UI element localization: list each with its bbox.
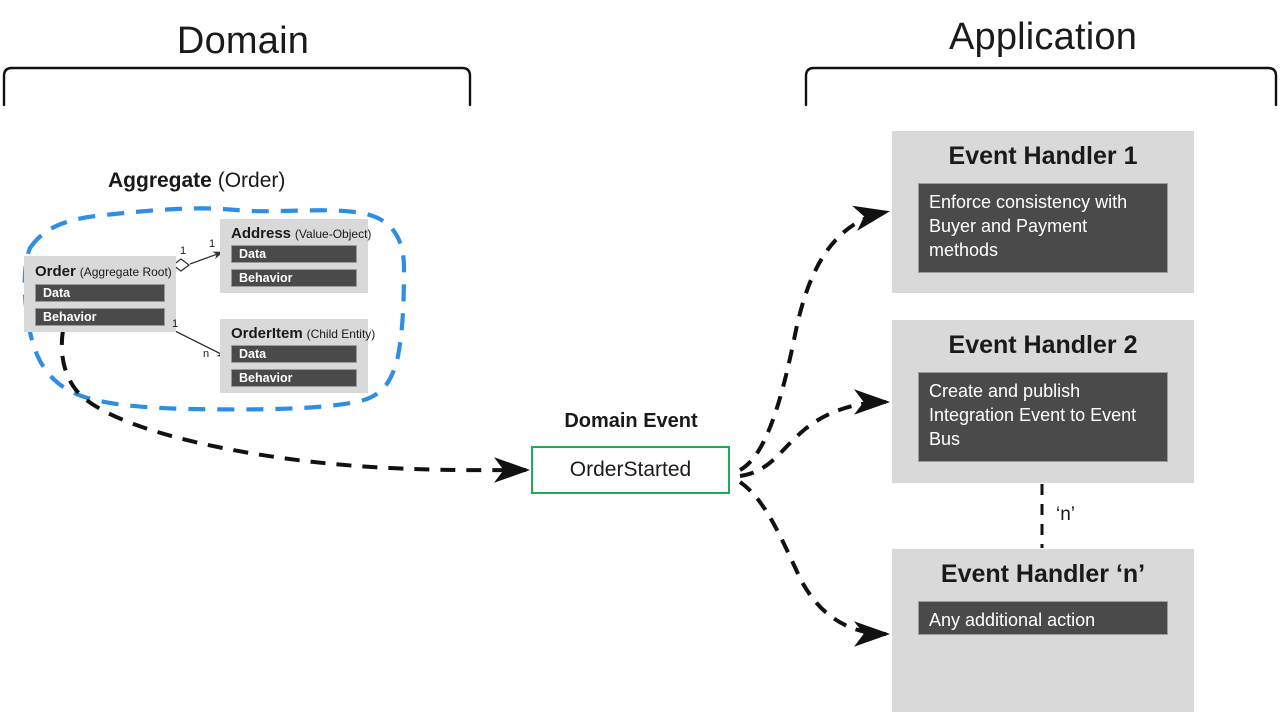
entity-title-address: Address (Value-Object)	[231, 226, 371, 241]
entity-member-orderitem-behavior[interactable]: Behavior	[231, 369, 357, 387]
entity-card-orderitem[interactable]: OrderItem (Child Entity) Data Behavior	[220, 319, 375, 393]
entity-card-order[interactable]: Order (Aggregate Root) Data Behavior	[24, 256, 176, 332]
entity-member-address-data[interactable]: Data	[231, 245, 357, 263]
entity-kind-orderitem: (Child Entity)	[306, 327, 376, 341]
handler-panel-1[interactable]: Event Handler 1 Enforce consistency with…	[892, 131, 1194, 293]
aggregate-heading: Aggregate (Order)	[108, 169, 285, 193]
multiplicity-order-orderitem-target: n	[203, 348, 210, 360]
multiplicity-order-orderitem-source: 1	[172, 318, 179, 330]
entity-title-orderitem: OrderItem (Child Entity)	[231, 326, 375, 341]
entity-kind-order: (Aggregate Root)	[79, 265, 172, 279]
handler-title-2: Event Handler 2	[948, 331, 1138, 359]
aggregate-heading-kind: (Order)	[217, 169, 286, 192]
multiplicity-order-address-target: 1	[209, 238, 216, 250]
handler-body-2: Create and publish Integration Event to …	[918, 372, 1168, 462]
entity-kind-address: (Value-Object)	[294, 227, 372, 241]
handler-title-n: Event Handler ‘n’	[940, 560, 1146, 588]
handler-title-1: Event Handler 1	[948, 142, 1138, 170]
domain-event-title: Domain Event	[564, 410, 698, 432]
multiplicity-order-address-source: 1	[180, 245, 187, 257]
handler-panel-n[interactable]: Event Handler ‘n’ Any additional action	[892, 549, 1194, 712]
entity-name-orderitem: OrderItem	[231, 325, 303, 342]
entity-member-order-behavior[interactable]: Behavior	[35, 308, 165, 326]
relation-order-orderitem	[172, 329, 228, 358]
handler-repeat-label: ‘n’	[1056, 504, 1076, 525]
domain-event-box[interactable]: OrderStarted	[531, 446, 730, 494]
entity-card-address[interactable]: Address (Value-Object) Data Behavior	[220, 219, 371, 293]
flow-event-to-handler-2	[739, 389, 890, 478]
handler-body-1: Enforce consistency with Buyer and Payme…	[918, 183, 1168, 273]
entity-member-orderitem-data[interactable]: Data	[231, 345, 357, 363]
section-title-application: Application	[948, 16, 1138, 58]
entity-member-address-behavior[interactable]: Behavior	[231, 269, 357, 287]
flow-event-to-handler-n	[738, 480, 890, 647]
entity-name-address: Address	[231, 225, 292, 242]
handler-body-n: Any additional action	[918, 601, 1168, 635]
entity-member-order-data[interactable]: Data	[35, 284, 165, 302]
domain-bracket	[2, 66, 472, 107]
flow-event-to-handler-1	[738, 205, 890, 472]
handler-panel-2[interactable]: Event Handler 2 Create and publish Integ…	[892, 320, 1194, 483]
application-bracket	[804, 66, 1278, 107]
aggregate-heading-name: Aggregate	[108, 169, 212, 192]
entity-title-order: Order (Aggregate Root)	[35, 264, 172, 279]
section-title-domain: Domain	[176, 20, 310, 62]
entity-name-order: Order	[35, 263, 76, 280]
